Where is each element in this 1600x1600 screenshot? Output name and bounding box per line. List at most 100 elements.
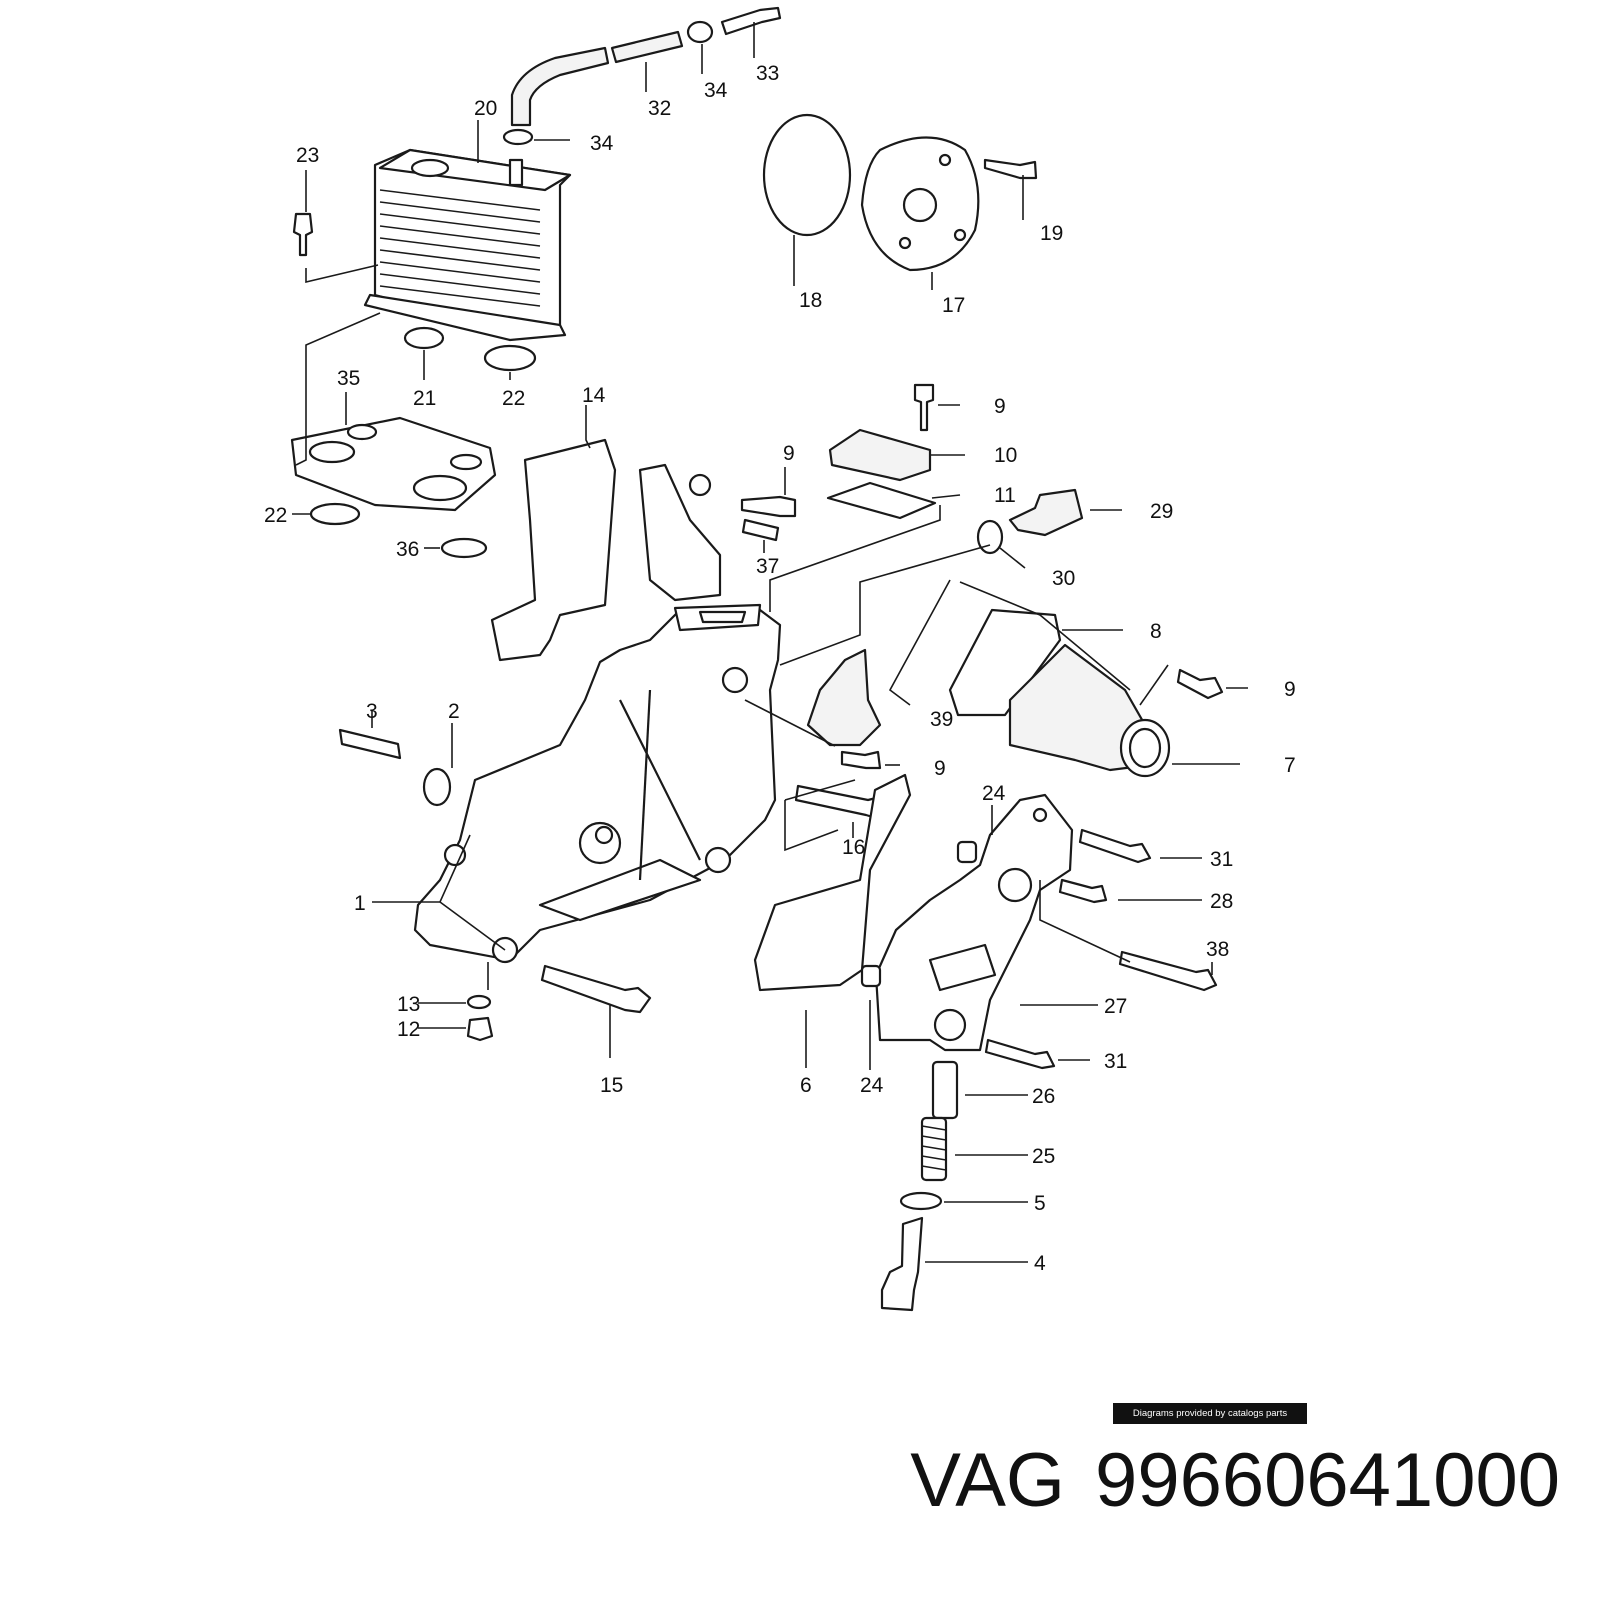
cover-bolt	[983, 158, 1038, 180]
brand-name: VAG	[910, 1437, 1066, 1523]
callout-1: 1	[354, 892, 366, 915]
oil-hose	[510, 46, 610, 127]
callout-35: 35	[337, 367, 360, 390]
seal-ring-left	[309, 502, 361, 526]
oil-cooler	[363, 148, 572, 342]
bolt-9-lower	[840, 750, 882, 770]
callout-19: 19	[1040, 222, 1063, 245]
callout-13: 13	[397, 993, 420, 1016]
bolt-28	[1058, 878, 1108, 904]
callout-23: 23	[296, 144, 319, 167]
dowel-pin	[338, 728, 402, 760]
pump-gasket	[753, 773, 912, 992]
callout-39: 39	[930, 708, 953, 731]
callout-9-right: 9	[1284, 678, 1296, 701]
callout-8: 8	[1150, 620, 1162, 643]
hose-section	[610, 30, 684, 64]
diagram-credit-badge: Diagrams provided by catalogs parts	[1113, 1403, 1307, 1424]
callout-29: 29	[1150, 500, 1173, 523]
hose-clamp-top	[686, 20, 714, 44]
sleeve-lower	[860, 964, 882, 988]
callout-24-upper: 24	[982, 782, 1006, 805]
bushing	[688, 473, 712, 497]
callout-34-cooler: 34	[590, 132, 614, 155]
cooler-adapter-plate	[290, 416, 497, 512]
callout-6: 6	[800, 1074, 812, 1097]
oil-pump-housing	[413, 463, 782, 964]
callout-26: 26	[1032, 1085, 1055, 1108]
bolt-9-right	[1176, 668, 1224, 700]
callout-11: 11	[994, 484, 1016, 507]
callout-12: 12	[397, 1018, 420, 1041]
callout-28: 28	[1210, 890, 1233, 913]
sensor-seal-ring	[976, 519, 1004, 555]
part-title: VAG 99660641000	[820, 1420, 1560, 1540]
callout-37: 37	[756, 555, 779, 578]
callout-34-top: 34	[704, 79, 728, 102]
relief-spring	[920, 1116, 948, 1182]
cooler-seal-small	[403, 326, 445, 350]
callout-9-top: 9	[994, 395, 1006, 418]
relief-piston	[931, 1060, 959, 1120]
callout-30: 30	[1052, 567, 1075, 590]
callout-10: 10	[994, 444, 1017, 467]
callout-27: 27	[1104, 995, 1127, 1018]
drain-washer	[466, 994, 492, 1010]
callout-22-left: 22	[264, 504, 287, 527]
callout-38: 38	[1206, 938, 1229, 961]
small-cover	[828, 428, 932, 482]
callout-5: 5	[1034, 1192, 1046, 1215]
bolt-38	[1118, 950, 1218, 992]
callout-4: 4	[1034, 1252, 1046, 1275]
callout-3: 3	[366, 700, 378, 723]
drain-plug	[466, 1016, 494, 1042]
coolant-elbow	[1008, 643, 1171, 778]
relief-plug	[880, 1216, 924, 1312]
callout-labels: 1 2 3 4 5 6 7 8 9 9 9 9 10 11 12 13 14 1…	[264, 62, 1296, 1275]
long-bolt-15	[540, 964, 652, 1014]
callout-22-cooler: 22	[502, 387, 525, 410]
callout-7: 7	[1284, 754, 1296, 777]
leader-lines	[292, 22, 1248, 1263]
stud-37	[741, 518, 780, 542]
callout-33: 33	[756, 62, 779, 85]
breather-fitting	[720, 6, 782, 36]
oil-pump-body	[874, 793, 1074, 1052]
part-number: 99660641000	[1095, 1437, 1560, 1523]
cover-plate	[860, 136, 980, 272]
callout-18: 18	[799, 289, 822, 312]
bolt-9-top	[913, 383, 935, 432]
callout-24-lower: 24	[860, 1074, 884, 1097]
callout-21: 21	[413, 387, 436, 410]
housing-o-ring	[422, 767, 452, 807]
bolt-9-mid	[740, 495, 797, 518]
callout-36: 36	[396, 538, 419, 561]
callout-14: 14	[582, 384, 606, 407]
temperature-sensor	[1008, 488, 1084, 537]
callout-32: 32	[648, 97, 671, 120]
callout-20: 20	[474, 97, 497, 120]
seal-ring-36	[440, 537, 488, 559]
callout-25: 25	[1032, 1145, 1055, 1168]
cooler-seal-large	[483, 344, 537, 372]
sealing-washer	[899, 1191, 943, 1211]
callout-31-upper: 31	[1210, 848, 1233, 871]
hose-clamp-cooler	[502, 128, 534, 146]
flange-gasket	[948, 608, 1062, 717]
sleeve-upper	[956, 840, 978, 864]
large-o-ring	[762, 113, 852, 237]
cooler-bolt	[292, 212, 314, 257]
callout-16: 16	[842, 836, 865, 859]
cover-gasket	[826, 481, 937, 520]
bracket	[806, 648, 882, 747]
callout-17: 17	[942, 294, 965, 317]
bolt-31-upper	[1078, 828, 1152, 864]
housing-gasket	[490, 438, 617, 662]
bolt-31-lower	[984, 1038, 1056, 1070]
callout-9-upper: 9	[783, 442, 795, 465]
callout-31-lower: 31	[1104, 1050, 1127, 1073]
callout-9-middle: 9	[934, 757, 946, 780]
callout-2: 2	[448, 700, 460, 723]
callout-15: 15	[600, 1074, 623, 1097]
